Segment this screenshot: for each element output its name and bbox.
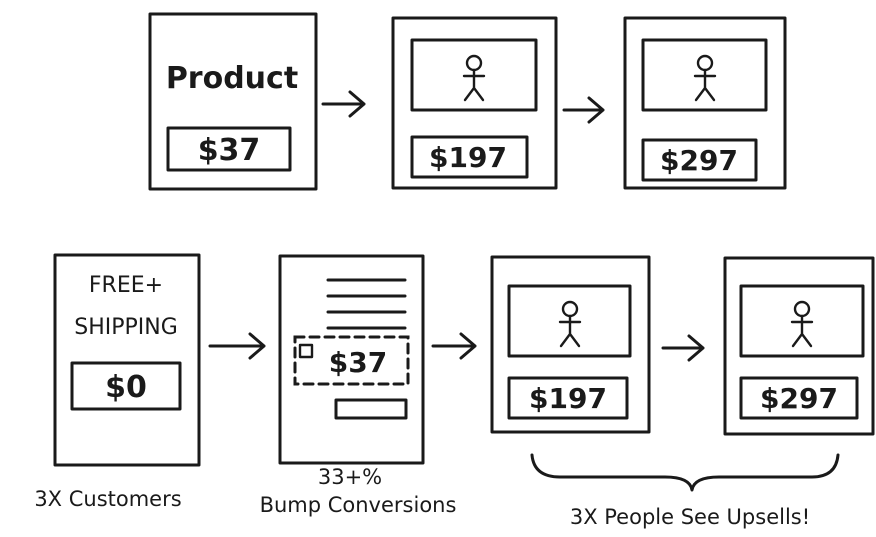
product-price-box	[166, 126, 292, 172]
checkbox-icon	[298, 343, 314, 359]
text-lines	[326, 278, 407, 330]
bump-price: $37	[329, 346, 387, 379]
upsell-2-price-box	[641, 138, 758, 182]
free-shipping-card-frame	[53, 253, 201, 467]
arrow-right-icon	[208, 332, 266, 360]
order-bump-card: $37	[278, 254, 425, 465]
video-frame	[410, 38, 538, 112]
upsell-card-1-bottom: $197	[490, 255, 651, 434]
upsell-1-price: $197	[429, 141, 507, 174]
order-bump-box	[293, 335, 410, 386]
upsell-1-bottom-price-box	[507, 376, 629, 420]
arrow-right-icon	[431, 332, 477, 360]
person-icon	[790, 300, 814, 348]
caption-upsells: 3X People See Upsells!	[570, 505, 810, 529]
product-price: $37	[198, 133, 261, 168]
free-shipping-card: FREE+ SHIPPING $0	[53, 253, 201, 467]
offer-title-line1: FREE+	[89, 273, 163, 298]
video-frame	[641, 38, 768, 112]
person-icon	[558, 300, 582, 348]
upsell-card-2-bottom: $297	[723, 256, 875, 436]
upsell-card-2-frame	[623, 16, 787, 190]
caption-bump-label: Bump Conversions	[260, 493, 457, 517]
upsell-card-2-bottom-frame	[723, 256, 875, 436]
product-card-frame	[148, 12, 318, 191]
person-icon	[462, 54, 486, 102]
offer-price: $0	[105, 370, 147, 405]
offer-price-box	[70, 361, 182, 411]
caption-bump-percent: 33+%	[318, 465, 382, 489]
upsell-2-bottom-price-box	[739, 376, 859, 420]
arrow-right-icon	[661, 334, 705, 362]
offer-title-line2: SHIPPING	[74, 315, 178, 340]
upsell-2-price: $297	[660, 144, 738, 177]
upsell-card-1-frame	[391, 16, 558, 190]
upsell-card-1: $197	[391, 16, 558, 190]
arrow-right-icon	[562, 96, 605, 124]
order-button-shape	[334, 398, 408, 420]
video-frame	[507, 284, 632, 358]
video-frame	[739, 284, 865, 358]
upsell-2-bottom-price: $297	[760, 382, 838, 415]
product-card: Product $37	[148, 12, 318, 191]
arrow-right-icon	[321, 90, 366, 118]
upsell-card-1-bottom-frame	[490, 255, 651, 434]
upsell-card-2: $297	[623, 16, 787, 190]
order-form-frame	[278, 254, 425, 465]
person-icon	[693, 54, 717, 102]
upsell-1-bottom-price: $197	[529, 382, 607, 415]
caption-customers: 3X Customers	[34, 487, 181, 511]
upsell-1-price-box	[410, 135, 529, 179]
product-title: Product	[166, 61, 298, 96]
curly-brace	[530, 453, 840, 492]
